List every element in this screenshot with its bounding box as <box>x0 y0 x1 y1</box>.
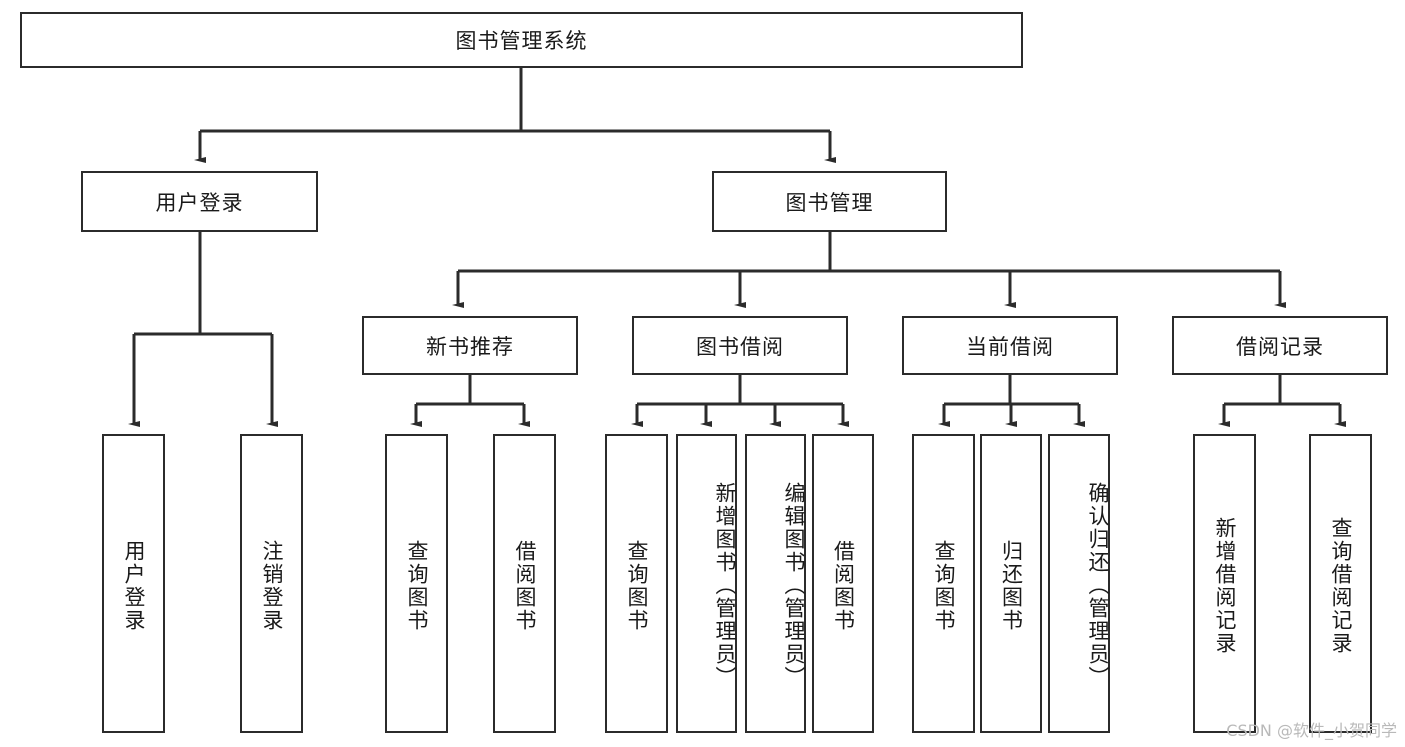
node-leaf-logout[interactable]: 注销登录 <box>240 434 303 733</box>
node-leaf-query-record[interactable]: 查询借阅记录 <box>1309 434 1372 733</box>
node-leaf-borrow-book-2[interactable]: 借阅图书 <box>812 434 874 733</box>
node-leaf-add-book[interactable]: 新增图书（管理员） <box>676 434 737 733</box>
node-user-login[interactable]: 用户登录 <box>81 171 318 232</box>
node-leaf-borrow-book-1[interactable]: 借阅图书 <box>493 434 556 733</box>
node-current-borrow[interactable]: 当前借阅 <box>902 316 1118 375</box>
node-root[interactable]: 图书管理系统 <box>20 12 1023 68</box>
node-leaf-edit-book[interactable]: 编辑图书（管理员） <box>745 434 806 733</box>
node-borrow-record[interactable]: 借阅记录 <box>1172 316 1388 375</box>
node-leaf-query-book-1[interactable]: 查询图书 <box>385 434 448 733</box>
node-book-manage[interactable]: 图书管理 <box>712 171 947 232</box>
node-new-book-rec[interactable]: 新书推荐 <box>362 316 578 375</box>
node-leaf-confirm-return[interactable]: 确认归还（管理员） <box>1048 434 1110 733</box>
node-leaf-query-book-3[interactable]: 查询图书 <box>912 434 975 733</box>
node-leaf-query-book-2[interactable]: 查询图书 <box>605 434 668 733</box>
node-leaf-add-record[interactable]: 新增借阅记录 <box>1193 434 1256 733</box>
node-leaf-user-login[interactable]: 用户登录 <box>102 434 165 733</box>
watermark-text: CSDN @软件_小贺同学 <box>1226 721 1397 740</box>
node-book-borrow[interactable]: 图书借阅 <box>632 316 848 375</box>
node-leaf-return-book[interactable]: 归还图书 <box>980 434 1042 733</box>
